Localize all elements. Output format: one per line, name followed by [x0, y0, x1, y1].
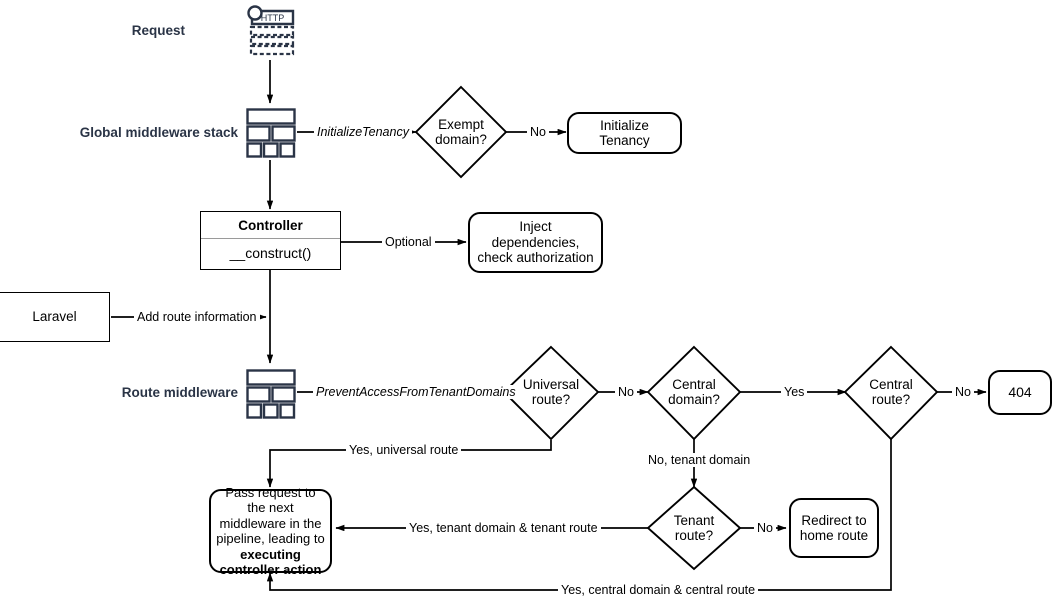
exempt-domain-line1: Exempt	[438, 116, 484, 132]
process-redirect-home[interactable]: Redirect to home route	[789, 498, 879, 558]
not-found-label: 404	[1008, 383, 1032, 400]
edge-label-tenant-route-no: No	[754, 521, 776, 535]
decision-tenant-route-text[interactable]: Tenant route?	[649, 506, 739, 550]
edge-label-yes-central-domain-central-route: Yes, central domain & central route	[558, 583, 759, 597]
process-laravel[interactable]: Laravel	[0, 292, 110, 342]
decision-tenant-route[interactable]	[646, 485, 742, 571]
edge-label-initialize-tenancy: InitializeTenancy	[314, 125, 412, 139]
decision-central-domain-text[interactable]: Central domain?	[649, 370, 739, 414]
edge-label-prevent-access: PreventAccessFromTenantDomains	[313, 385, 519, 399]
edge-label-exempt-no: No	[527, 125, 549, 139]
central-domain-line2: domain?	[668, 392, 720, 407]
http-icon-text: HTTP	[261, 13, 285, 23]
global-middleware-stack-label: Global middleware stack	[79, 125, 238, 140]
edge-label-yes-universal-route: Yes, universal route	[346, 443, 462, 457]
middleware-stack-icon-svg	[246, 108, 296, 158]
universal-route-line2: route?	[531, 392, 571, 407]
http-request-icon: HTTP	[246, 5, 296, 57]
decision-exempt-domain[interactable]	[414, 85, 508, 179]
pass-request-text: Pass request to the next middleware in t…	[211, 485, 330, 578]
exempt-domain-line2: domain?	[435, 132, 487, 147]
tenant-route-line2: route?	[674, 528, 714, 543]
edge-label-central-domain-yes: Yes	[781, 385, 808, 399]
middleware-stack-icon-route	[246, 369, 296, 419]
route-middleware-label: Route middleware	[121, 385, 238, 400]
universal-route-line1: Universal	[522, 376, 580, 392]
edge-label-universal-no: No	[615, 385, 637, 399]
decision-central-route-text[interactable]: Central route?	[846, 370, 936, 414]
controller-title: Controller	[201, 212, 340, 239]
decision-central-route[interactable]	[843, 345, 939, 441]
controller-method: __construct()	[229, 245, 312, 261]
process-initialize-tenancy[interactable]: Initialize Tenancy	[567, 112, 682, 154]
middleware-stack-icon	[246, 108, 296, 158]
process-inject-dependencies[interactable]: Inject dependencies, check authorization	[468, 212, 603, 273]
tenant-route-line1: Tenant	[673, 512, 715, 528]
http-request-icon-svg: HTTP	[247, 5, 295, 56]
decision-universal-route-text[interactable]: Universal route?	[506, 370, 596, 414]
controller-box[interactable]: Controller __construct()	[200, 211, 341, 270]
central-domain-line1: Central	[672, 376, 716, 392]
process-pass-request[interactable]: Pass request to the next middleware in t…	[209, 485, 332, 577]
laravel-label: Laravel	[32, 309, 77, 325]
pass-request-plain: Pass request to the next middleware in t…	[216, 484, 325, 547]
decision-universal-route[interactable]	[502, 345, 600, 441]
middleware-stack-icon-route-svg	[246, 369, 296, 419]
decision-exempt-domain-text[interactable]: Exempt domain?	[416, 110, 506, 154]
request-label: Request	[131, 23, 185, 38]
initialize-tenancy-label: Initialize Tenancy	[599, 117, 650, 149]
inject-dependencies-line2: check authorization	[477, 250, 594, 266]
decision-central-domain[interactable]	[646, 345, 742, 441]
redirect-home-line2: home route	[799, 528, 869, 543]
process-404[interactable]: 404	[988, 370, 1052, 415]
edge-label-yes-tenant-domain-tenant-route: Yes, tenant domain & tenant route	[406, 521, 601, 535]
edge-label-add-route-information: Add route information	[134, 310, 260, 324]
inject-dependencies-line1: Inject dependencies,	[491, 219, 580, 250]
central-route-line1: Central	[869, 376, 913, 392]
redirect-home-line1: Redirect to	[801, 512, 867, 528]
pass-request-bold: executing controller action	[219, 546, 322, 578]
edge-label-optional: Optional	[382, 235, 435, 249]
central-route-line2: route?	[871, 392, 911, 407]
edge-label-central-route-no: No	[952, 385, 974, 399]
edge-label-no-tenant-domain: No, tenant domain	[645, 453, 754, 467]
